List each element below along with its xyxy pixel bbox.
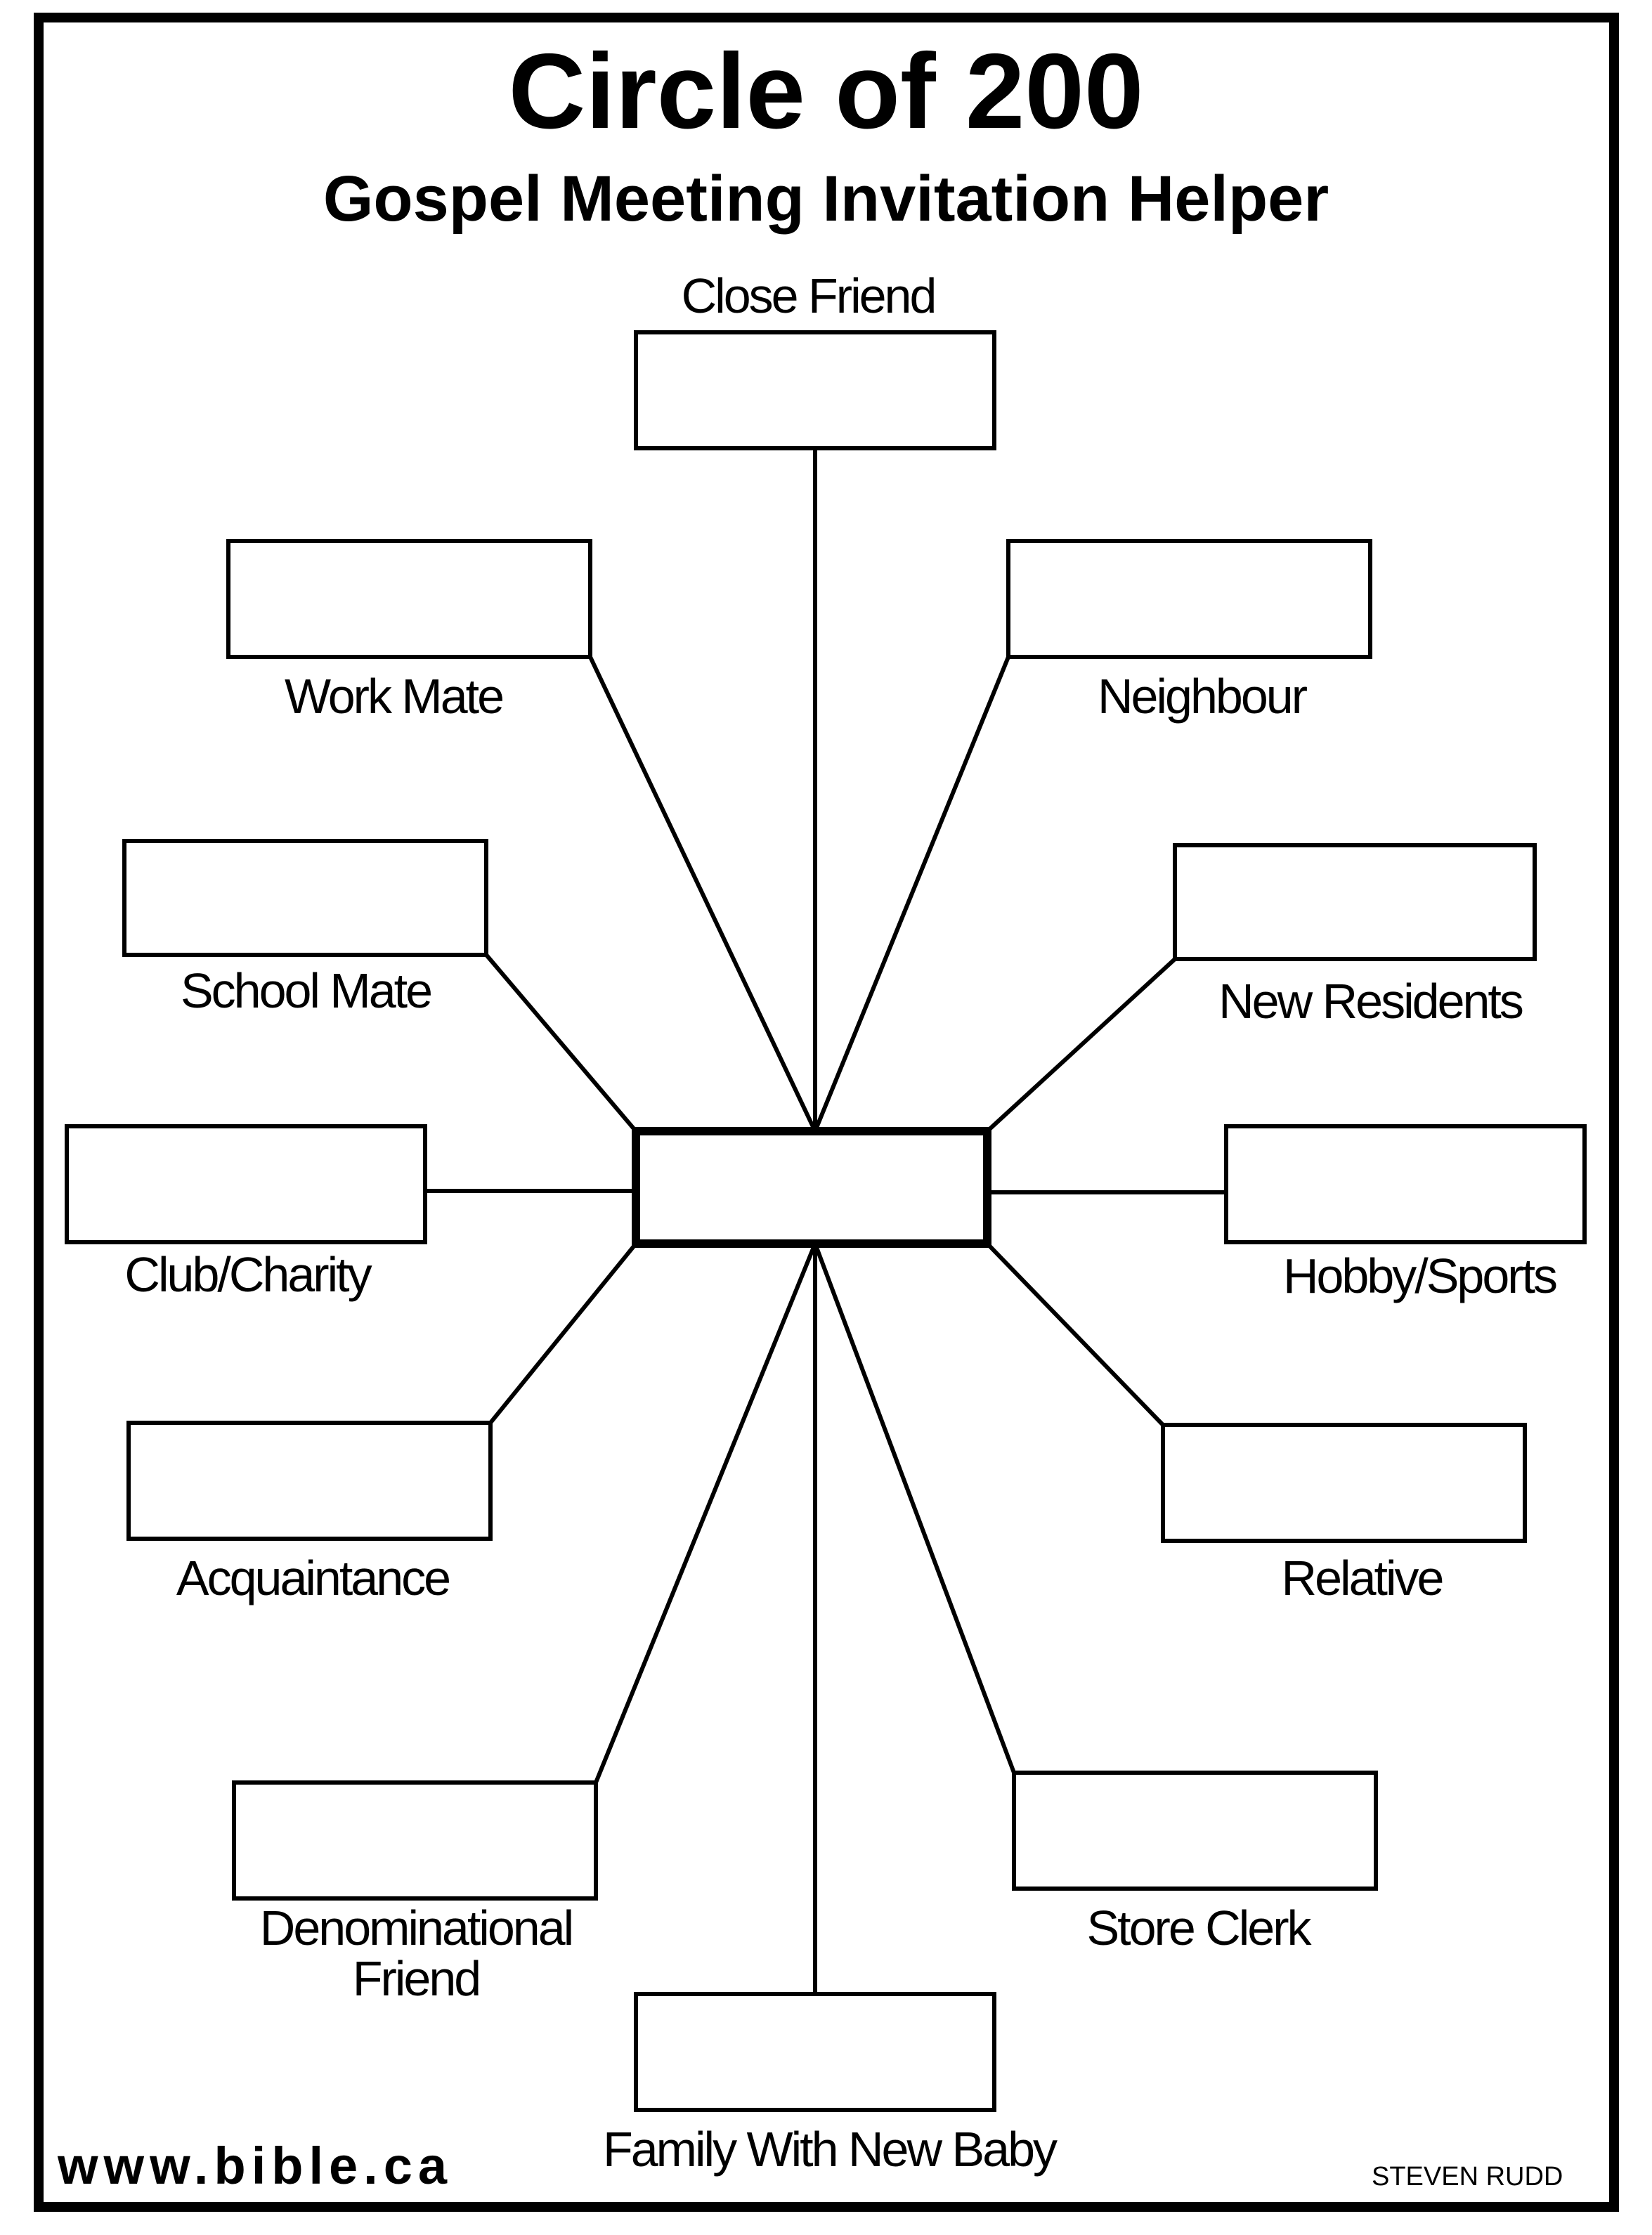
- author-credit: STEVEN RUDD: [1372, 2162, 1563, 2191]
- label-family-with-new-baby: Family With New Baby: [602, 2122, 1058, 2177]
- box-denominational-friend[interactable]: [232, 1780, 598, 1901]
- connector-work-mate: [588, 656, 817, 1133]
- box-club-charity[interactable]: [65, 1124, 427, 1244]
- box-relative[interactable]: [1161, 1423, 1527, 1543]
- connector-denominational-friend: [594, 1242, 817, 1784]
- label-acquaintance: Acquaintance: [176, 1551, 451, 1605]
- label-store-clerk: Store Clerk: [1086, 1901, 1311, 1955]
- center-box[interactable]: [632, 1127, 991, 1248]
- page-title: Circle of 200: [508, 32, 1144, 151]
- label-club-charity: Club/Charity: [124, 1247, 372, 1302]
- box-close-friend[interactable]: [634, 330, 996, 450]
- box-school-mate[interactable]: [122, 839, 488, 957]
- label-relative: Relative: [1281, 1551, 1445, 1605]
- label-school-mate: School Mate: [180, 963, 433, 1018]
- box-hobby-sports[interactable]: [1224, 1124, 1587, 1244]
- connector-store-clerk: [813, 1242, 1016, 1774]
- box-acquaintance[interactable]: [126, 1421, 493, 1541]
- label-hobby-sports: Hobby/Sports: [1282, 1249, 1558, 1303]
- website-url[interactable]: www.bible.ca: [58, 2137, 453, 2195]
- connector-lines: [425, 443, 1226, 1994]
- box-store-clerk[interactable]: [1012, 1771, 1378, 1891]
- label-neighbour: Neighbour: [1098, 669, 1308, 724]
- label-new-residents: New Residents: [1218, 974, 1524, 1029]
- box-work-mate[interactable]: [226, 539, 592, 659]
- connector-neighbour: [813, 656, 1010, 1133]
- connector-new-residents: [985, 957, 1177, 1133]
- label-work-mate: Work Mate: [284, 669, 505, 724]
- box-new-residents[interactable]: [1173, 843, 1537, 961]
- name-boxes: [65, 330, 1587, 2112]
- box-neighbour[interactable]: [1006, 539, 1372, 659]
- box-family-with-new-baby[interactable]: [634, 1992, 996, 2112]
- page-subtitle: Gospel Meeting Invitation Helper: [323, 163, 1329, 235]
- connector-relative: [985, 1242, 1165, 1427]
- label-close-friend: Close Friend: [681, 268, 937, 323]
- connector-school-mate: [484, 953, 638, 1133]
- page-border: [34, 13, 1619, 2212]
- connector-acquaintance: [488, 1242, 638, 1424]
